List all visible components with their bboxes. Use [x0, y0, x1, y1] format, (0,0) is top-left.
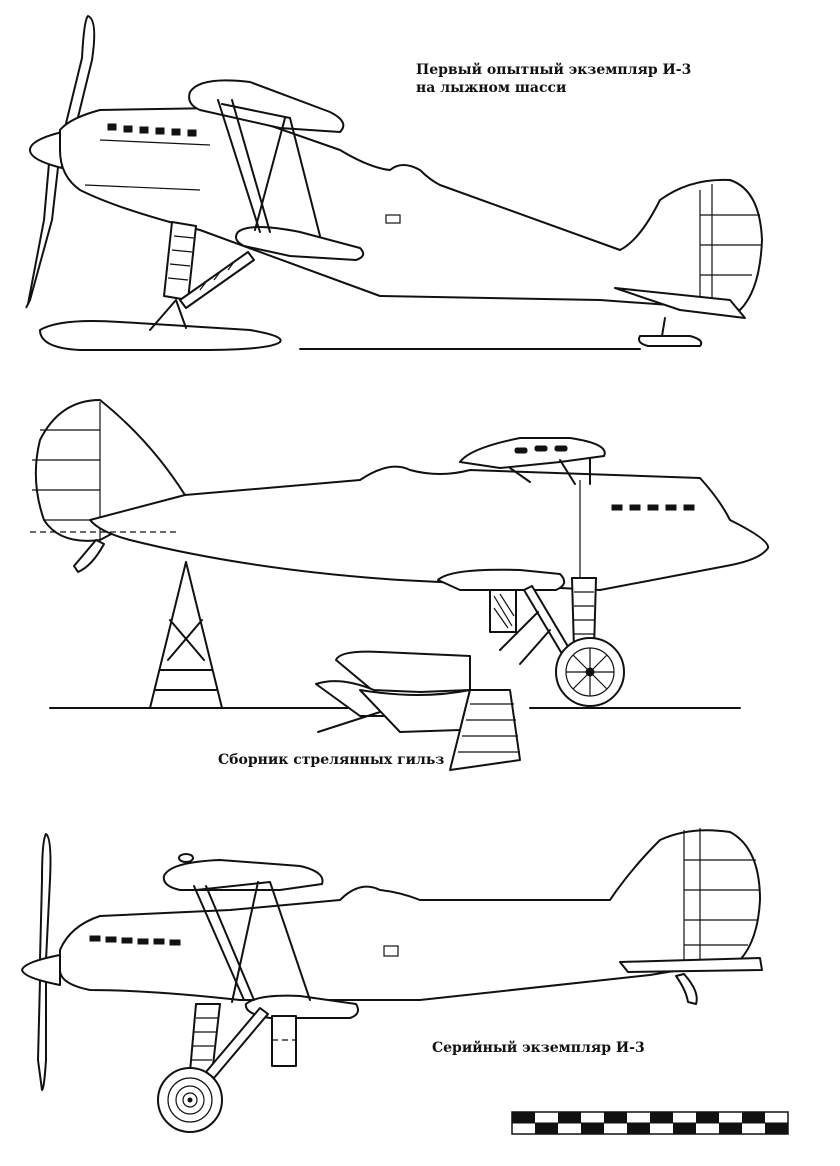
propeller-blade-lower: [37, 979, 47, 1091]
caption-prototype-line2: на лыжном шасси: [416, 79, 567, 96]
lower-wing: [235, 226, 365, 261]
caption-prototype-line1: Первый опытный экземпляр И-3: [416, 62, 692, 78]
wing-struts: [217, 99, 321, 237]
propeller-blade-upper: [39, 833, 52, 961]
fuselage: [89, 465, 770, 591]
prototype-right-side-view: [30, 399, 770, 771]
trestle: [149, 561, 223, 709]
tail-skid: [73, 539, 105, 573]
spinner: [21, 954, 61, 986]
cartridge-collector-box: [271, 1015, 297, 1067]
spinner: [29, 131, 63, 169]
fuselage: [59, 829, 761, 1001]
lower-wing: [244, 994, 359, 1019]
gear-leg: [163, 221, 197, 301]
tailplane: [619, 957, 763, 973]
tail-ski: [638, 335, 703, 347]
scale-bar: [511, 1111, 789, 1135]
upper-wing: [459, 437, 606, 469]
detail-leader-lines: [499, 611, 551, 665]
engine-louvers: [107, 123, 197, 137]
caption-production: Серийный экземпляр И-3: [432, 1040, 645, 1056]
wing-struts: [193, 881, 311, 1003]
caption-shell-collector: Сборник стрелянных гильз: [218, 752, 445, 768]
tail-skid: [675, 973, 698, 1005]
gear-brace: [179, 251, 255, 309]
production-side-view: [21, 828, 763, 1133]
lower-wing: [437, 568, 566, 591]
upper-wing: [188, 79, 345, 133]
prototype-ski-side-view: [25, 15, 763, 351]
tailplane: [614, 287, 746, 319]
main-ski: [39, 320, 282, 351]
caption-prototype: Первый опытный экземпляр И-3 на лыжном ш…: [416, 62, 691, 97]
upper-wing: [162, 859, 324, 891]
propeller-blade-lower: [25, 149, 61, 309]
engine-louvers: [89, 935, 181, 946]
inspection-hatch: [383, 945, 399, 957]
inspection-hatch: [385, 214, 401, 224]
engine-louvers: [611, 504, 695, 511]
detail-inset-collector: [335, 650, 471, 693]
fuselage: [59, 107, 763, 311]
